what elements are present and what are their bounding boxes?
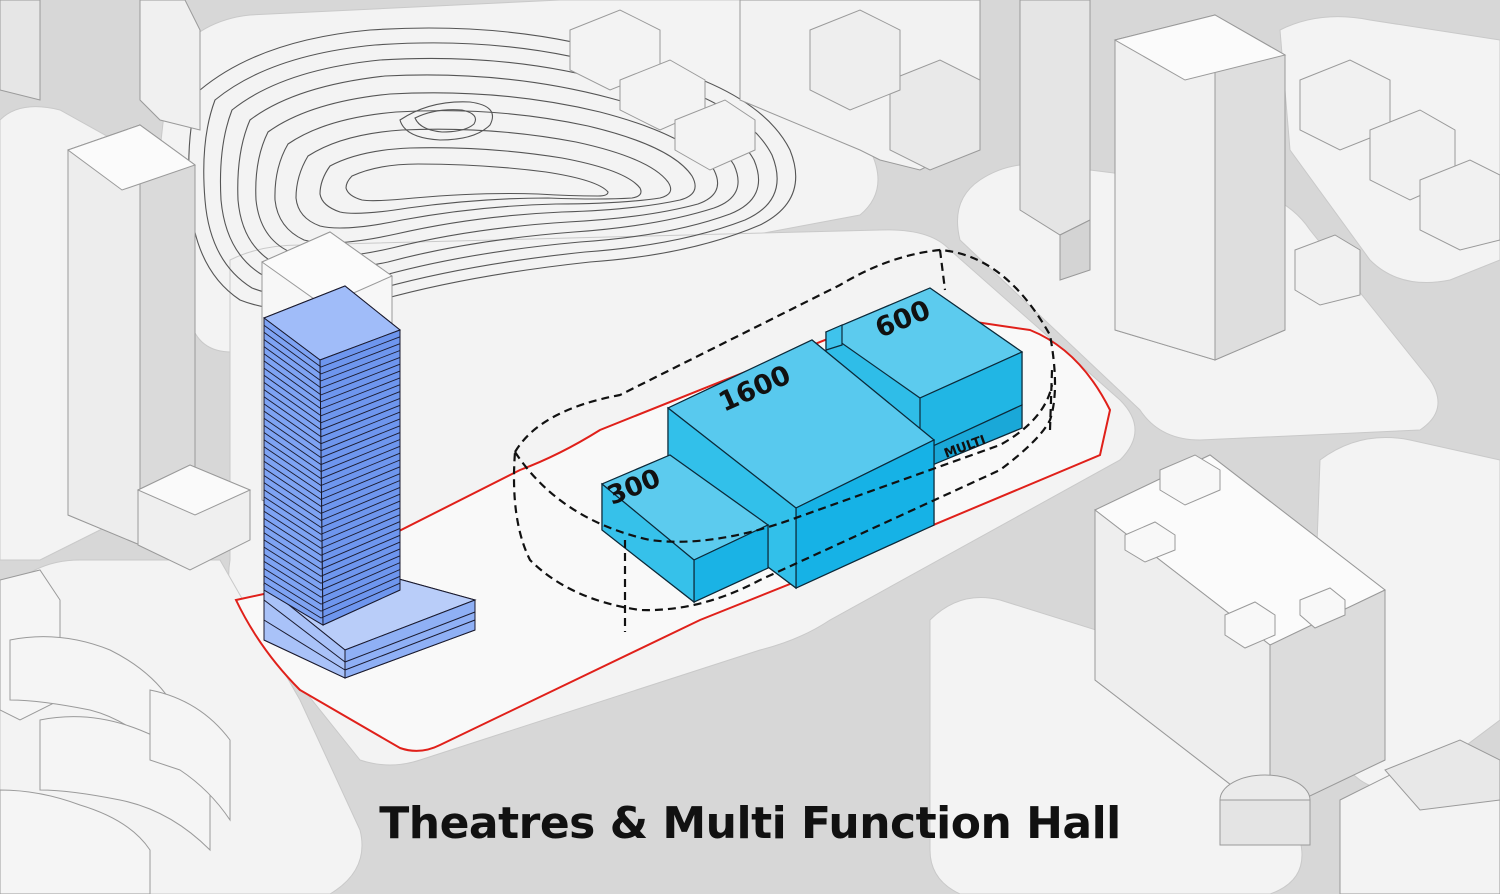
tower-floor-line: [263, 360, 401, 403]
tower-floor-line: [263, 539, 401, 577]
tower-floor-line: [263, 561, 401, 598]
tower-floor-line: [263, 575, 401, 612]
tower-floor-line: [263, 403, 401, 445]
tower-floor-lines: [263, 324, 401, 619]
tower-floor-line: [263, 446, 401, 487]
tower-floor-line: [263, 568, 401, 605]
tower-floor-line: [263, 489, 401, 528]
tower-floor-line: [263, 503, 401, 542]
building-envelope: [512, 248, 1057, 632]
theatre-massing: [600, 287, 1024, 604]
tower-floor-line: [263, 432, 401, 473]
tower-floor-line: [263, 582, 401, 619]
tower-floor-line: [263, 518, 401, 556]
tower-floor-line: [263, 382, 401, 424]
tower-floor-line: [263, 339, 401, 382]
tower-floor-line: [263, 389, 401, 431]
tower-floor-line: [263, 410, 401, 452]
topographic-contours: [188, 27, 797, 311]
tower-floor-line: [263, 346, 401, 389]
diagram-caption: Theatres & Multi Function Hall: [379, 798, 1121, 849]
tower-floor-line: [263, 482, 401, 521]
tower-floor-line: [263, 439, 401, 480]
tower-floor-line: [263, 353, 401, 396]
tower-floor-line: [263, 510, 401, 549]
tower-floor-line: [263, 425, 401, 466]
tower-floor-line: [263, 324, 401, 368]
tower-floor-line: [263, 374, 401, 417]
tower-floor-line: [263, 331, 401, 375]
tower-floor-line: [263, 367, 401, 410]
tower-floor-line: [263, 417, 401, 459]
tower-floor-line: [263, 496, 401, 535]
tower-floor-line: [263, 453, 401, 494]
tower-floor-line: [263, 532, 401, 570]
tower-floor-line: [263, 475, 401, 514]
tower-floor-line: [263, 460, 401, 501]
tower-floor-line: [263, 546, 401, 584]
residential-blocks: [0, 569, 231, 894]
tower-floor-line: [263, 467, 401, 507]
tower-floor-line: [263, 525, 401, 563]
tower-floor-line: [263, 396, 401, 438]
tower-floor-line: [263, 553, 401, 591]
